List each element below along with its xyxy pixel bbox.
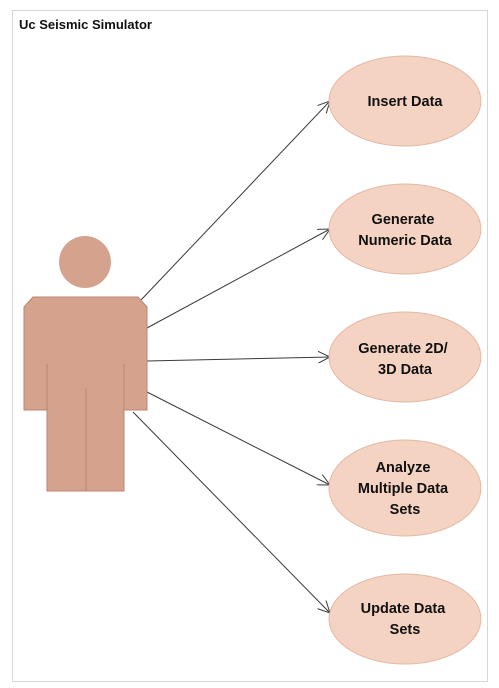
associations [132,101,330,613]
use-case-label: Numeric Data [358,233,452,249]
use-case-label: Analyze [376,460,431,476]
actor-head [59,236,111,288]
use-case-label: Insert Data [368,94,444,110]
svg-text:Insert Data: Insert Data [368,94,444,110]
use-case-label: Generate [372,212,435,228]
use-case-update-data-sets[interactable]: Update Data Sets [328,573,482,665]
association-update-data-sets [132,411,330,613]
use-case-label: 3D Data [378,362,433,378]
association-generate-2d-3d-data [146,357,330,361]
svg-text:Generate 2D/ 3D Data: Generate 2D/ 3D Data [358,341,452,378]
use-case-ellipse [328,439,482,537]
use-case-generate-numeric-data[interactable]: Generate Numeric Data [328,183,482,275]
system-title: Uc Seismic Simulator [19,17,152,32]
use-case-label: Multiple Data [358,481,449,497]
svg-text:Analyze Multiple Data: Analyze Multiple Data Sets [358,460,452,518]
svg-text:Generate Numeric Data: Generate Numeric Data [358,212,452,249]
association-analyze-data-sets [146,391,330,485]
actor [23,236,148,492]
use-case-label: Sets [390,502,421,518]
use-case-ellipse [328,183,482,275]
association-insert-data [140,101,330,301]
use-case-ellipse [328,55,482,147]
association-generate-numeric-data [146,229,330,329]
use-case-ellipse [328,573,482,665]
use-case-generate-2d-3d-data[interactable]: Generate 2D/ 3D Data [328,311,482,403]
use-case-analyze-data-sets[interactable]: Analyze Multiple Data Sets [328,439,482,537]
use-case-label: Sets [390,622,421,638]
svg-text:Update Data Sets: Update Data Sets [361,601,450,638]
use-case-label: Generate 2D/ [358,341,447,357]
use-case-insert-data[interactable]: Insert Data [328,55,482,147]
use-case-ellipse [328,311,482,403]
use-cases: Insert Data Generate Numeric Data Genera… [328,55,482,665]
use-case-label: Update Data [361,601,447,617]
